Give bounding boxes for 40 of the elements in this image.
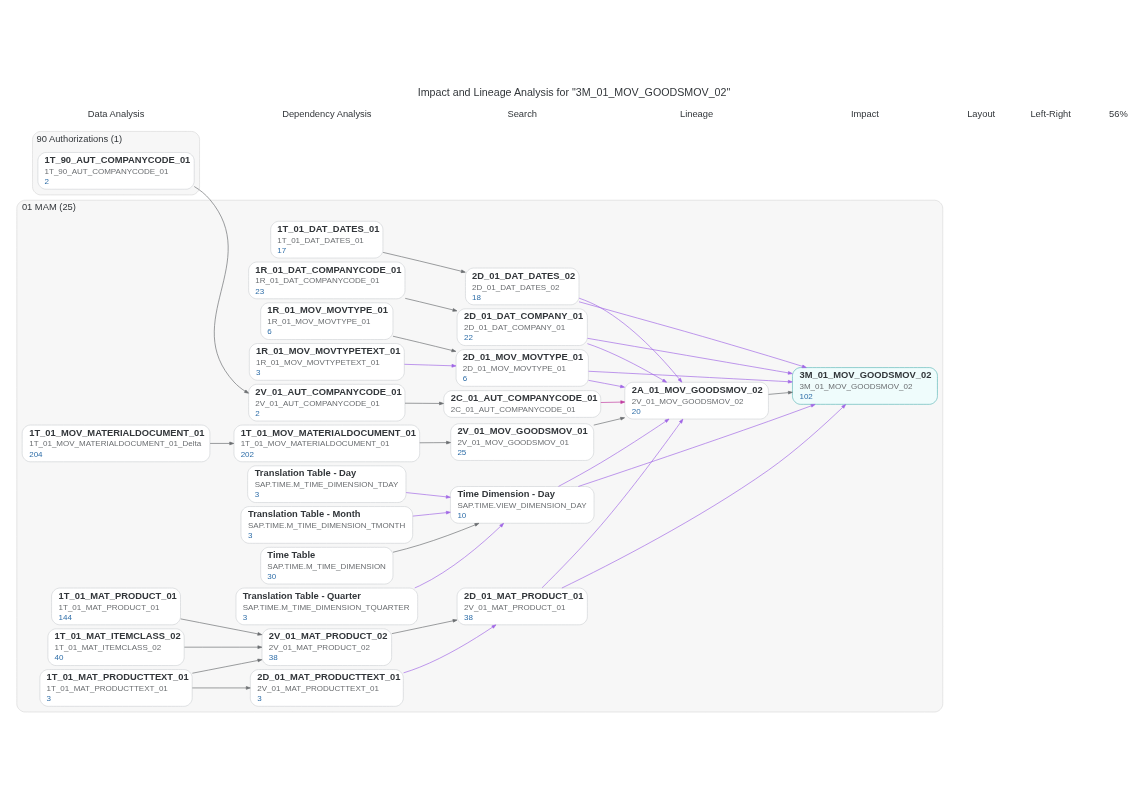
arrow	[193, 186, 249, 394]
arrow	[184, 645, 263, 649]
arrow	[180, 618, 263, 636]
label: Data Analysis	[87, 108, 145, 119]
arrow	[414, 523, 504, 589]
arrow	[192, 658, 263, 674]
arrow	[192, 686, 251, 690]
label: Lineage	[679, 108, 714, 119]
arrow	[392, 335, 457, 353]
label: Impact	[850, 108, 879, 119]
arrow	[382, 252, 466, 273]
arrow	[404, 363, 457, 368]
arrow	[412, 510, 451, 517]
arrow	[768, 390, 793, 395]
arrow	[593, 416, 625, 426]
arrow	[209, 441, 235, 446]
arrow	[578, 297, 683, 383]
label: Layout	[967, 108, 996, 119]
arrow	[600, 400, 626, 404]
label: Dependency Analysis	[282, 108, 372, 119]
arrow	[578, 404, 816, 487]
arrow	[405, 492, 451, 499]
arrow	[403, 624, 497, 674]
arrow	[391, 619, 458, 634]
arrow	[404, 298, 458, 312]
arrow	[392, 523, 480, 553]
arrow	[588, 380, 625, 389]
arrow	[588, 370, 793, 384]
arrow	[419, 440, 451, 445]
arrow	[587, 337, 793, 375]
arrow	[578, 301, 807, 368]
arrow	[587, 343, 667, 383]
arrow	[404, 401, 444, 406]
label: Left-Right	[1030, 108, 1071, 119]
arrow	[561, 404, 846, 589]
diagram-title: Impact and Lineage Analysis for "3M_01_MOV_GOODSMOV_02"	[417, 85, 731, 98]
label: 56%	[1109, 108, 1128, 119]
label: Search	[507, 108, 538, 119]
arrow	[558, 418, 670, 487]
arrow	[541, 418, 684, 589]
